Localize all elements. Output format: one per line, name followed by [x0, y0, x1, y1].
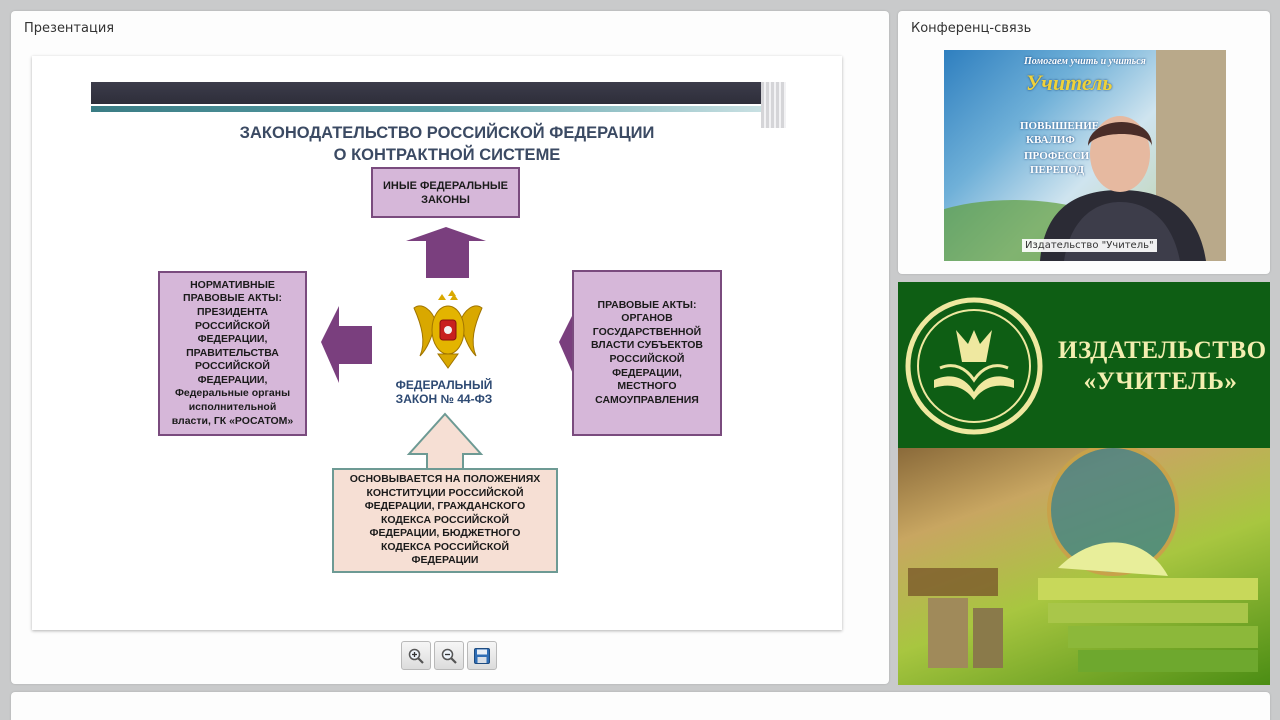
banner-title-line1: ИЗДАТЕЛЬСТВО: [1058, 337, 1267, 364]
box-bottom-line: КОДЕКСА РОССИЙСКОЙ: [380, 513, 509, 526]
box-right-line: ПРАВОВЫЕ АКТЫ:: [597, 298, 697, 311]
arrow-up-outline: [406, 412, 484, 470]
box-left-line: РОССИЙСКОЙ: [194, 360, 270, 373]
save-icon: [474, 647, 490, 664]
presentation-panel-title: Презентация: [24, 21, 115, 36]
box-left-line: ПРАВИТЕЛЬСТВА: [186, 346, 279, 359]
box-right-line: РОССИЙСКОЙ: [609, 353, 685, 365]
russian-coat-of-arms-icon: [413, 290, 483, 369]
backdrop-item: ПРОФЕССИ: [1024, 150, 1090, 162]
box-bottom-line: КОДЕКСА РОССИЙСКОЙ: [380, 540, 509, 553]
box-other-federal-laws: ИНЫЕ ФЕДЕРАЛЬНЫЕ ЗАКОНЫ: [371, 167, 520, 218]
banner-title-line2: «УЧИТЕЛЬ»: [1083, 368, 1238, 395]
box-left-line: Федеральные органы: [174, 387, 291, 400]
save-button[interactable]: [467, 641, 497, 670]
slide-header-fade: [761, 82, 786, 128]
box-top-line: ЗАКОНЫ: [421, 193, 470, 206]
backdrop-item: ПЕРЕПОД: [1030, 164, 1085, 176]
zoom-in-button[interactable]: [401, 641, 431, 670]
box-bottom-line: КОНСТИТУЦИИ РОССИЙСКОЙ: [366, 486, 524, 499]
box-left-line: ФЕДЕРАЦИИ,: [197, 373, 268, 386]
federal-law-label: ФЕДЕРАЛЬНЫЙ ЗАКОН № 44-ФЗ: [374, 378, 514, 406]
box-right-line: САМОУПРАВЛЕНИЯ: [595, 393, 699, 406]
box-left-line: ПРЕЗИДЕНТА: [196, 305, 269, 318]
box-bottom-line: ОСНОВЫВАЕТСЯ НА ПОЛОЖЕНИЯХ: [349, 472, 541, 485]
backdrop-tagline: Помогаем учить и учиться: [1024, 56, 1146, 67]
banner-photo: [898, 444, 1270, 685]
video-participant-label: Издательство "Учитель": [1022, 239, 1157, 252]
federal-law-line2: ЗАКОН № 44-ФЗ: [395, 392, 493, 406]
box-top-line: ИНЫЕ ФЕДЕРАЛЬНЫЕ: [382, 179, 509, 192]
books-and-globe-illustration: [908, 444, 1258, 672]
conference-video[interactable]: Помогаем учить и учиться Учитель ПОВЫШЕН…: [944, 50, 1226, 261]
publisher-logo-icon: [905, 297, 1043, 435]
box-right-line: ГОСУДАРСТВЕННОЙ: [592, 325, 702, 338]
arrow-up: [406, 227, 486, 278]
conference-panel: Конференц-связь Помогаем учить и учиться…: [898, 11, 1270, 274]
backdrop-brand: Учитель: [1026, 70, 1113, 95]
slide-title: ЗАКОНОДАТЕЛЬСТВО РОССИЙСКОЙ ФЕДЕРАЦИИ О …: [182, 122, 712, 166]
banner-title: ИЗДАТЕЛЬСТВО «УЧИТЕЛЬ»: [1058, 335, 1267, 397]
presentation-panel: Презентация ЗАКОНОДАТЕЛЬСТВО РОССИЙСКОЙ …: [11, 11, 889, 684]
box-regional-acts: ПРАВОВЫЕ АКТЫ: ОРГАНОВ ГОСУДАРСТВЕННОЙ В…: [572, 270, 722, 436]
box-bottom-line: ФЕДЕРАЦИИ, ГРАЖДАНСКОГО: [364, 500, 526, 513]
box-bottom-line: ФЕДЕРАЦИИ: [411, 554, 479, 567]
box-left-line: власти, ГК «РОСАТОМ»: [171, 414, 294, 427]
box-left-line: ПРАВОВЫЕ АКТЫ:: [183, 292, 282, 305]
publisher-banner: ИЗДАТЕЛЬСТВО «УЧИТЕЛЬ»: [898, 282, 1270, 685]
box-normative-acts: НОРМАТИВНЫЕ ПРАВОВЫЕ АКТЫ: ПРЕЗИДЕНТА РО…: [158, 271, 307, 436]
conference-panel-title: Конференц-связь: [911, 21, 1032, 36]
box-left-line: исполнительной: [188, 401, 277, 414]
box-left-line: НОРМАТИВНЫЕ: [190, 278, 275, 291]
box-right-line: ФЕДЕРАЦИИ,: [612, 366, 682, 379]
federal-law-line1: ФЕДЕРАЛЬНЫЙ: [395, 378, 493, 392]
box-right-line: МЕСТНОГО: [617, 380, 677, 393]
zoom-out-button[interactable]: [434, 641, 464, 670]
arrow-left: [321, 306, 372, 383]
box-left-line: РОССИЙСКОЙ: [194, 319, 270, 332]
slide-header-bar: [91, 82, 781, 104]
speaker-silhouette: [944, 116, 1206, 261]
backdrop-item: КВАЛИФ: [1026, 134, 1075, 146]
zoom-out-icon: [441, 648, 457, 664]
box-right-line: ОРГАНОВ: [621, 312, 673, 325]
slide-title-line1: ЗАКОНОДАТЕЛЬСТВО РОССИЙСКОЙ ФЕДЕРАЦИИ: [239, 124, 655, 142]
box-constitution-basis: ОСНОВЫВАЕТСЯ НА ПОЛОЖЕНИЯХ КОНСТИТУЦИИ Р…: [332, 468, 558, 573]
zoom-in-icon: [408, 648, 424, 664]
backdrop-item: ПОВЫШЕНИЕ: [1020, 120, 1100, 132]
presentation-toolbar: [401, 641, 497, 670]
slide-header-stripe: [91, 106, 781, 112]
slide-title-line2: О КОНТРАКТНОЙ СИСТЕМЕ: [333, 146, 561, 164]
bottom-panel: [11, 692, 1270, 720]
banner-top: ИЗДАТЕЛЬСТВО «УЧИТЕЛЬ»: [898, 282, 1270, 448]
box-bottom-line: ФЕДЕРАЦИИ, БЮДЖЕТНОГО: [369, 527, 521, 540]
box-right-line: ВЛАСТИ СУБЪЕКТОВ: [590, 339, 704, 352]
box-left-line: ФЕДЕРАЦИИ,: [197, 333, 268, 346]
presentation-slide: ЗАКОНОДАТЕЛЬСТВО РОССИЙСКОЙ ФЕДЕРАЦИИ О …: [32, 56, 842, 630]
